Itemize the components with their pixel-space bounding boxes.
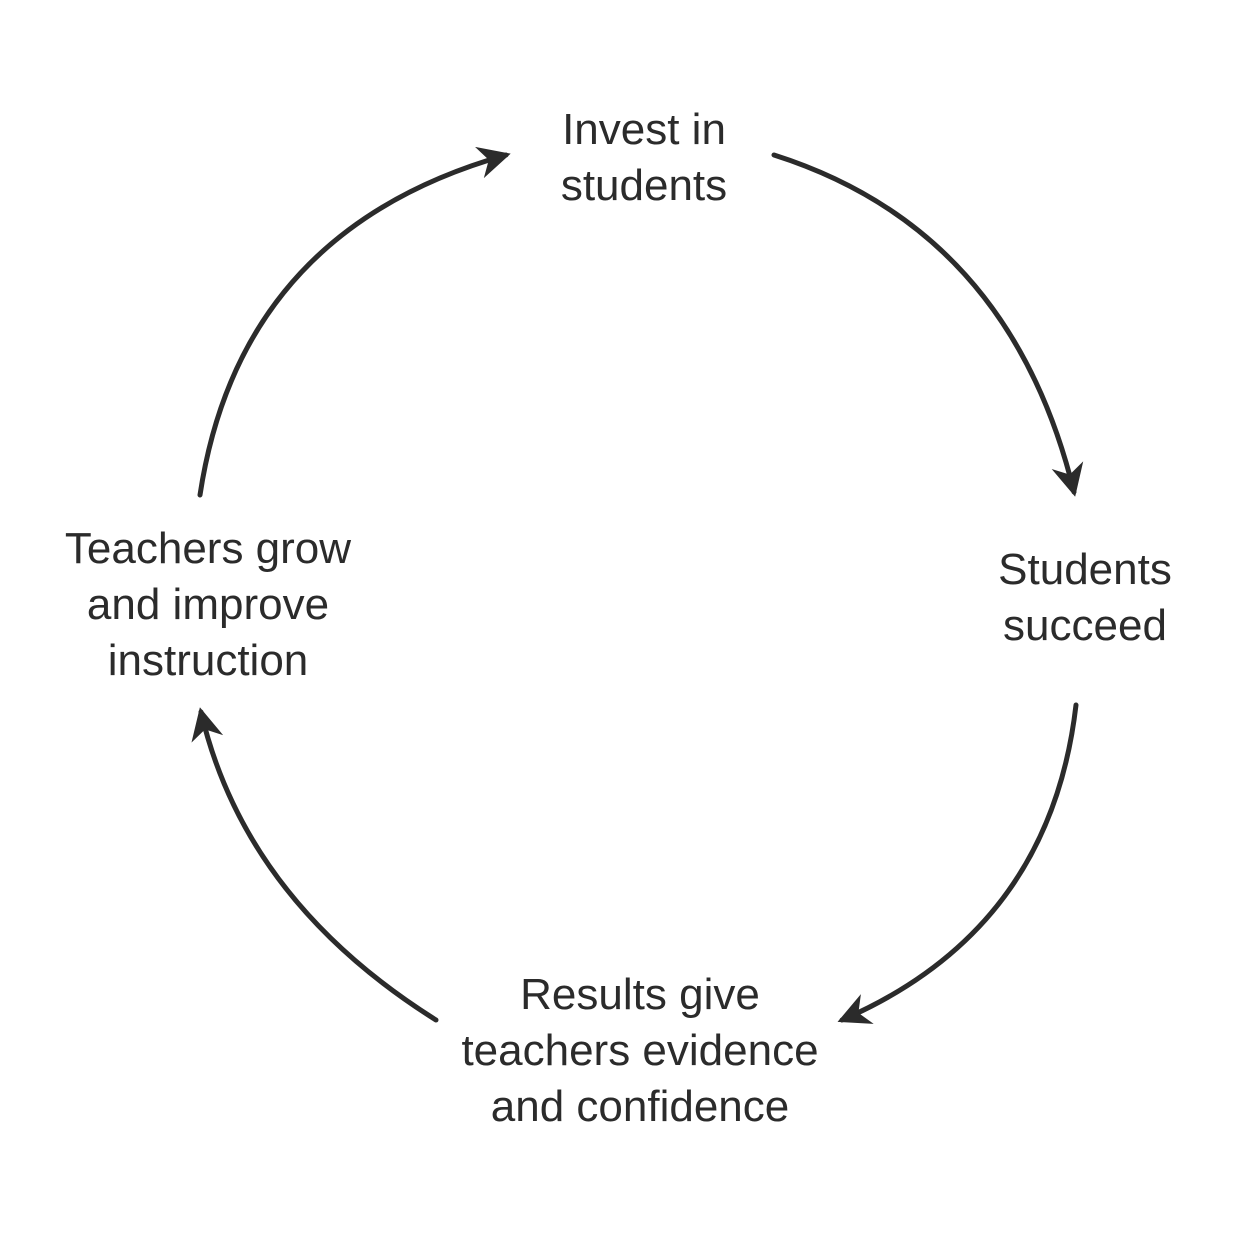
node-line: Teachers grow xyxy=(64,524,352,573)
arrow-invest-to-succeed xyxy=(771,152,1084,497)
node-line: Results give xyxy=(520,970,760,1019)
node-line: Invest in xyxy=(562,105,726,154)
arrow-results-to-teachers xyxy=(191,707,439,1023)
node-line: teachers evidence xyxy=(461,1026,819,1075)
node-students-succeed: Students succeed xyxy=(935,542,1235,654)
arrow-succeed-to-results xyxy=(837,702,1079,1024)
node-results-give-evidence: Results give teachers evidence and confi… xyxy=(440,967,840,1135)
node-line: instruction xyxy=(107,636,309,685)
node-line: Students xyxy=(998,545,1172,594)
node-line: students xyxy=(560,161,728,210)
arrow-teachers-to-invest xyxy=(197,146,511,498)
node-line: succeed xyxy=(1003,601,1167,650)
node-teachers-grow: Teachers grow and improve instruction xyxy=(38,521,378,689)
node-line: and improve xyxy=(86,580,330,629)
node-invest-in-students: Invest in students xyxy=(494,102,794,214)
node-line: and confidence xyxy=(490,1082,790,1131)
